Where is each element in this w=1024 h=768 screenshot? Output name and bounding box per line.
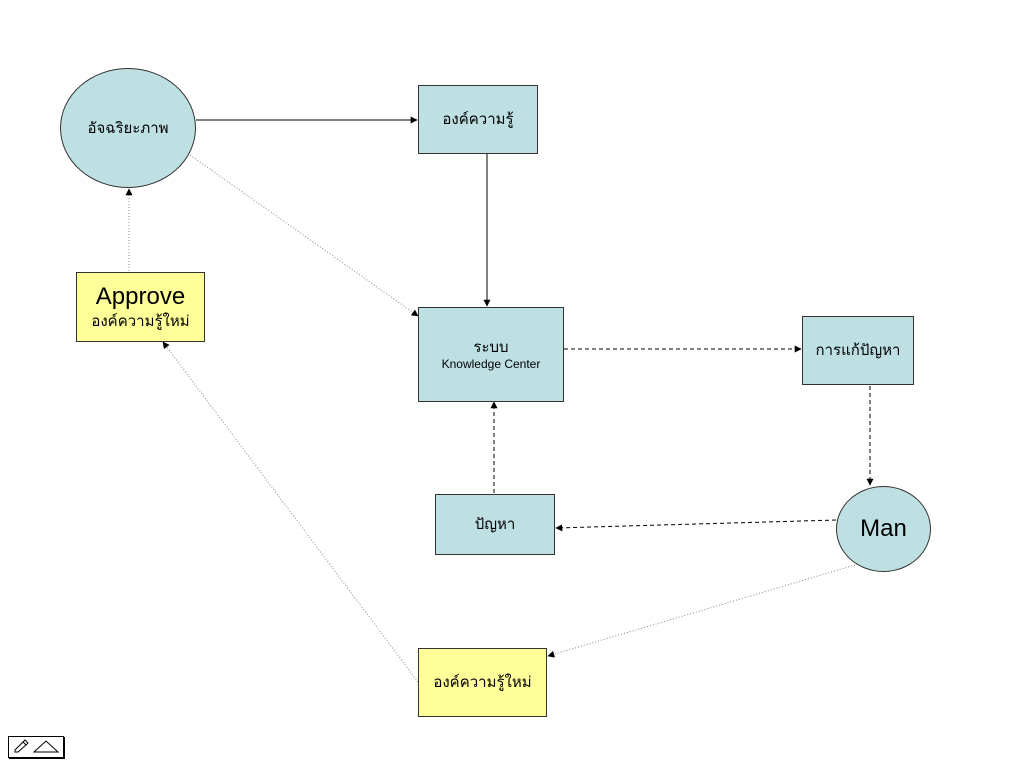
system-title: ระบบ [473,338,509,357]
man-label: Man [860,515,907,543]
problem-node: ปัญหา [435,494,555,555]
connector-man-to-problem [555,519,837,532]
intelligence-node: อัจฉริยะภาพ [60,68,196,188]
system-node: ระบบ Knowledge Center [418,307,564,402]
pen-icon[interactable] [13,738,29,757]
approve-note: Approve องค์ความรู้ใหม่ [76,272,205,342]
intelligence-label: อัจฉริยะภาพ [87,118,169,137]
new-knowledge-note: องค์ความรู้ใหม่ [418,648,547,717]
knowledge-label: องค์ความรู้ [442,110,514,129]
man-node: Man [836,486,931,572]
solving-label: การแก้ปัญหา [815,341,901,360]
approve-subtitle: องค์ความรู้ใหม่ [91,311,190,330]
new-knowledge-label: องค์ความรู้ใหม่ [433,673,532,692]
slide-show-toolbar[interactable] [8,736,64,758]
system-subtitle: Knowledge Center [441,357,541,372]
triangle-icon[interactable] [32,738,60,757]
knowledge-node: องค์ความรู้ [418,85,538,154]
solving-node: การแก้ปัญหา [802,316,914,385]
connector-man-to-new-knowledge [547,564,856,658]
approve-title: Approve [95,283,186,311]
problem-label: ปัญหา [474,515,516,534]
connector-new-knowledge-to-approve [162,341,419,683]
connector-intelligence-to-system [189,154,419,317]
